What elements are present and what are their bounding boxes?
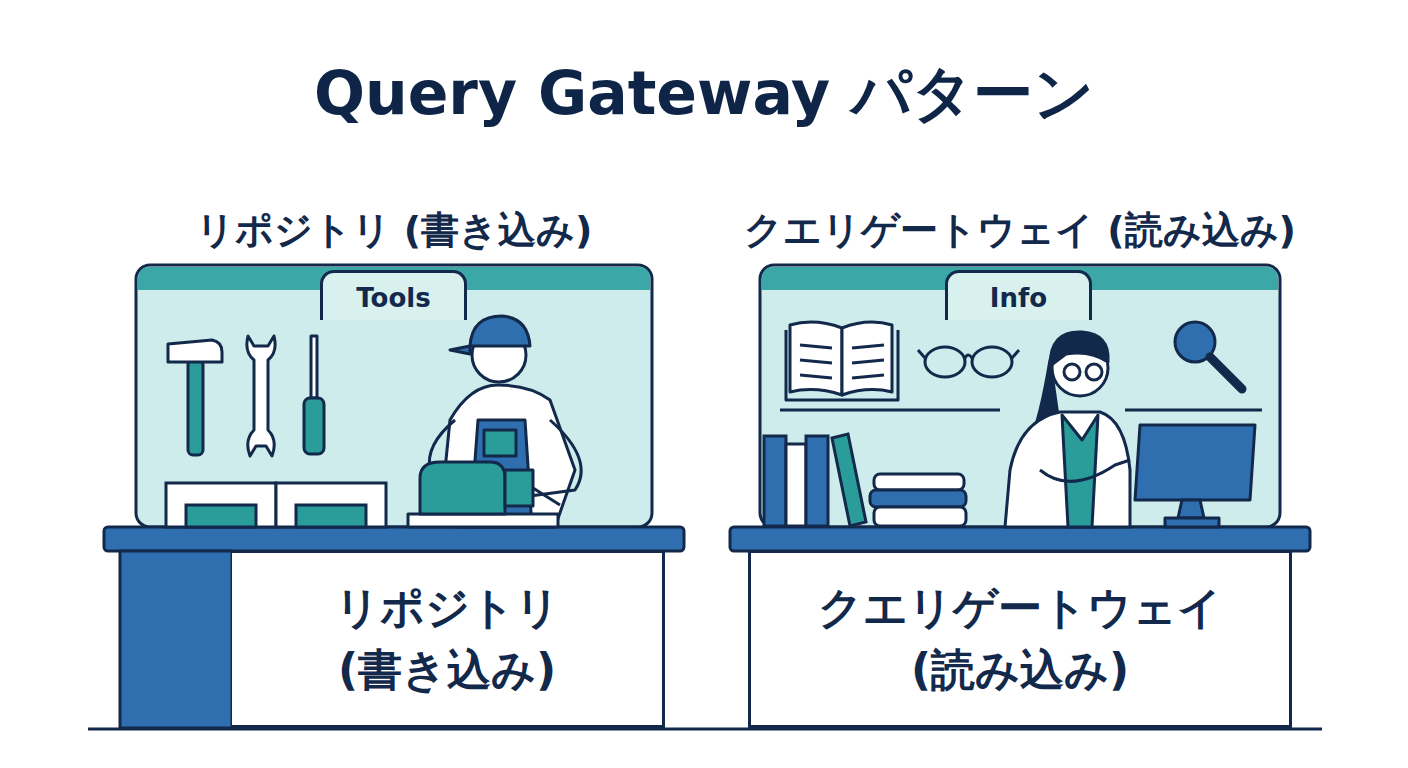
shelf-line-part — [1125, 409, 1262, 412]
open-book-icon-part — [852, 345, 884, 348]
counter-side — [120, 551, 232, 728]
book-row-part — [832, 434, 866, 526]
book-row-part — [786, 444, 806, 526]
floor-line — [88, 729, 1322, 730]
researcher-figure-part — [1062, 415, 1098, 527]
vise-icon-part — [505, 470, 533, 506]
book-row-part — [806, 436, 828, 526]
open-book-icon — [786, 322, 898, 400]
vise-icon — [408, 462, 560, 527]
open-book-icon-part — [786, 330, 898, 400]
hammer-icon-part — [188, 360, 203, 455]
open-book-icon-part — [800, 360, 832, 363]
info-board — [760, 265, 1280, 527]
screwdriver-icon-part — [311, 336, 317, 398]
magnifier-icon-part — [1175, 322, 1215, 362]
open-book-icon-part — [800, 375, 832, 378]
station-panel: クエリゲートウェイ (読み込み) Info クエリゲートウェイ (読み込み) — [730, 188, 1310, 730]
glasses-icon-part — [965, 355, 972, 358]
monitor-icon-part — [1178, 500, 1204, 518]
node-label: リポジトリ (書き込み) — [104, 202, 684, 258]
researcher-figure — [1005, 332, 1130, 527]
vise-icon-part — [408, 514, 558, 527]
glasses-icon-part — [918, 350, 925, 358]
magnifier-icon-part — [1210, 357, 1242, 389]
book-row — [764, 434, 866, 526]
hammer-icon-part — [168, 340, 222, 362]
counter-top-part — [104, 527, 684, 551]
info-board-part — [760, 265, 1280, 527]
book-stack — [870, 474, 966, 526]
diagram-title: Query Gateway パターン — [0, 48, 1408, 138]
tool-board-part — [136, 265, 652, 527]
researcher-figure-part — [1052, 340, 1108, 396]
counter-top — [104, 527, 1310, 551]
open-book-icon-part — [842, 322, 892, 395]
wrench-icon-part — [247, 336, 275, 456]
drawer-unit-part — [276, 483, 386, 527]
worker-figure-part — [470, 316, 530, 346]
monitor-icon-part — [1165, 518, 1219, 527]
shelf-line — [780, 410, 1262, 411]
worker-figure-part — [472, 328, 526, 382]
drawer-unit — [166, 483, 386, 527]
glasses-icon-part — [1012, 350, 1019, 358]
researcher-figure-part — [1086, 364, 1102, 380]
worker-figure-part — [450, 346, 470, 354]
worker-figure-part — [445, 385, 575, 527]
open-book-icon-part — [852, 375, 884, 378]
open-book-icon-part — [800, 345, 832, 348]
book-stack-part — [874, 474, 964, 490]
worker-figure-part — [470, 420, 532, 527]
vise-icon-part — [533, 488, 560, 505]
drawer-unit-part — [296, 505, 366, 527]
shelf-line-part — [780, 409, 1000, 412]
tool-board — [136, 265, 652, 527]
researcher-figure-part — [1030, 360, 1060, 440]
drawer-unit-part — [166, 483, 276, 527]
screwdriver-icon-part — [304, 398, 324, 454]
book-row-part — [764, 436, 786, 526]
panel-tab: Tools — [320, 270, 467, 320]
station-panel: リポジトリ (書き込み) Tools リポジトリ (書き込み) — [104, 188, 684, 730]
counter-side-part — [120, 551, 232, 728]
researcher-figure-part — [1040, 460, 1130, 481]
researcher-figure-part — [1005, 412, 1130, 527]
node-label: Info — [948, 279, 1089, 317]
worker-figure-part — [429, 420, 462, 478]
node-label: クエリゲートウェイ (読み込み) — [730, 202, 1310, 258]
panel-tab: Info — [945, 270, 1092, 320]
open-book-icon-part — [852, 360, 884, 363]
glasses-icon — [918, 347, 1019, 377]
monitor-icon — [1135, 425, 1255, 527]
monitor-icon-part — [1135, 425, 1255, 500]
counter-front: クエリゲートウェイ (読み込み) — [748, 550, 1292, 728]
worker-figure-part — [530, 420, 581, 496]
hammer-icon — [168, 340, 222, 455]
worker-figure-part — [484, 430, 516, 456]
open-book-icon-part — [790, 322, 842, 395]
counter-top-part — [730, 527, 1310, 551]
screwdriver-icon — [304, 336, 324, 454]
vise-icon-part — [420, 462, 505, 514]
researcher-figure-part — [1064, 364, 1080, 380]
book-stack-part — [870, 490, 966, 507]
book-stack-part — [874, 507, 966, 526]
glasses-icon-part — [972, 347, 1012, 377]
counter-front: リポジトリ (書き込み) — [232, 550, 665, 728]
node-label: リポジトリ (書き込み) — [232, 577, 662, 701]
researcher-figure-part — [1050, 332, 1108, 366]
node-label: クエリゲートウェイ (読み込み) — [751, 577, 1289, 701]
drawer-unit-part — [186, 505, 256, 527]
magnifier-icon — [1175, 322, 1242, 389]
wrench-icon — [247, 336, 275, 456]
node-label: Tools — [323, 279, 464, 317]
glasses-icon-part — [925, 347, 965, 377]
worker-figure — [429, 316, 581, 527]
